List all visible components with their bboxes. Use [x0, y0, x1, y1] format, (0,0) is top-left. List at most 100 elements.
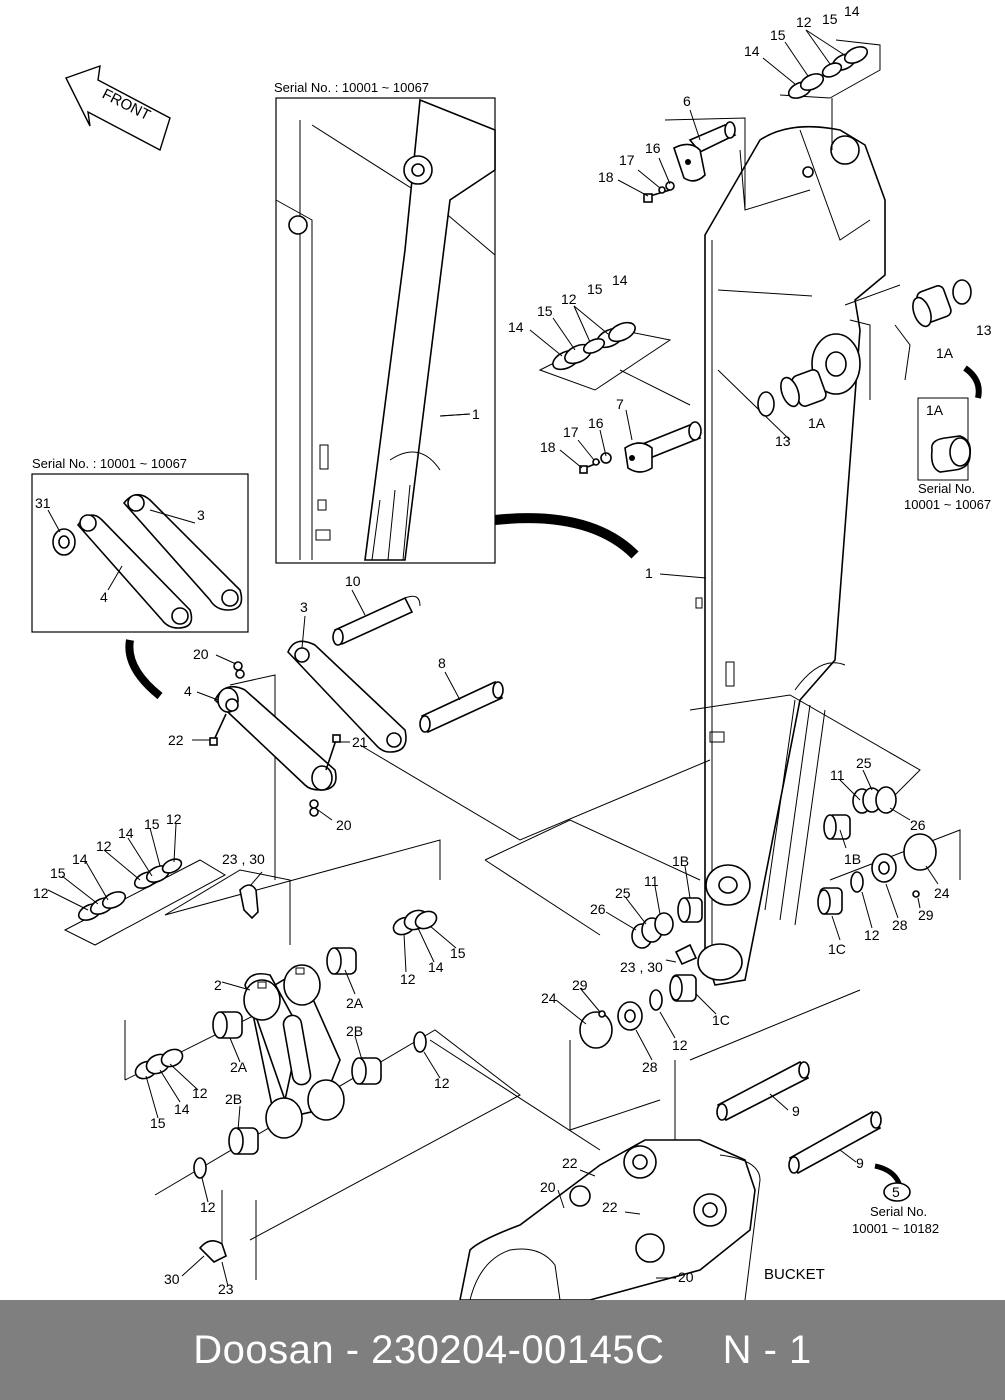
callout: 2B — [225, 1091, 242, 1107]
callout: 15 — [587, 281, 603, 297]
part-number-label: Doosan - 230204-00145C N - 1 — [193, 1327, 812, 1372]
callout: 15 — [770, 27, 786, 43]
pin-8 — [419, 680, 504, 734]
callout: 17 — [619, 152, 635, 168]
serial-right-part: 1A — [926, 402, 944, 418]
footer-bar: Doosan - 230204-00145C N - 1 — [0, 1300, 1005, 1400]
callout: 30 — [164, 1271, 180, 1287]
callout: 11 — [644, 873, 659, 889]
callout: 15 — [822, 11, 838, 27]
ref-circle-label: 5 — [892, 1184, 900, 1200]
callout: 9 — [792, 1103, 800, 1119]
callout: 12 — [166, 811, 182, 827]
callout: 15 — [144, 816, 160, 832]
callout: 16 — [588, 415, 604, 431]
callout: 23 — [218, 1281, 234, 1297]
pin-7 — [624, 421, 702, 473]
callout: 24 — [934, 885, 950, 901]
serial-right: 1A Serial No. 10001 ~ 10067 — [904, 402, 991, 512]
callout: 21 — [352, 734, 368, 750]
serial-bucket: 5 Serial No. 10001 ~ 10182 — [852, 1182, 939, 1236]
callout: 2A — [346, 995, 364, 1011]
front-arrow: FRONT — [65, 64, 171, 152]
callout: 13 — [775, 433, 791, 449]
link-4 — [214, 685, 337, 791]
callout: 14 — [118, 825, 134, 841]
callout: 1B — [844, 851, 861, 867]
callout: 12 — [200, 1199, 216, 1215]
leader-lines — [47, 29, 939, 1287]
serial-right-label: Serial No. — [918, 481, 975, 496]
callout: 29 — [572, 977, 588, 993]
callout: 1B — [672, 853, 689, 869]
callout: 13 — [976, 322, 992, 338]
pin-9a — [716, 1060, 810, 1122]
callout: 20 — [540, 1179, 556, 1195]
callout: 2A — [230, 1059, 248, 1075]
boom — [695, 125, 911, 986]
callout: 15 — [450, 945, 466, 961]
callout: 4 — [100, 589, 108, 605]
parts-diagram: FRONT Serial No. : 10001 ~ 10067 Serial … — [31, 3, 992, 1300]
callout: 25 — [856, 755, 872, 771]
callout: 2B — [346, 1023, 363, 1039]
bucket-label: BUCKET — [764, 1266, 825, 1283]
callout: 1 — [472, 406, 480, 422]
callout: 28 — [642, 1059, 658, 1075]
serial-bucket-label: Serial No. — [870, 1204, 927, 1219]
serial-top-label: Serial No. : 10001 ~ 10067 — [274, 80, 429, 95]
callout: 24 — [541, 990, 557, 1006]
callout: 12 — [796, 14, 812, 30]
callout: 1C — [828, 941, 846, 957]
callout: 17 — [563, 424, 579, 440]
callout: 12 — [672, 1037, 688, 1053]
callout: 6 — [683, 93, 691, 109]
callout: 14 — [508, 319, 524, 335]
rings — [77, 46, 972, 1179]
callout: 15 — [537, 303, 553, 319]
callout: 16 — [645, 140, 661, 156]
callout: 2 — [214, 977, 222, 993]
callout: 12 — [864, 927, 880, 943]
callout: 18 — [540, 439, 556, 455]
callout: 15 — [150, 1115, 166, 1131]
callout: 4 — [184, 683, 192, 699]
callout: 3 — [300, 599, 308, 615]
serial-left-label: Serial No. : 10001 ~ 10067 — [32, 456, 187, 471]
serial-bucket-range: 10001 ~ 10182 — [852, 1221, 939, 1236]
callout: 22 — [562, 1155, 578, 1171]
boom-inset: Serial No. : 10001 ~ 10067 — [274, 80, 496, 564]
callout: 25 — [615, 885, 631, 901]
callout: 1C — [712, 1012, 730, 1028]
callout: 15 — [50, 865, 66, 881]
callout: 14 — [72, 851, 88, 867]
callout: 22 — [602, 1199, 618, 1215]
bucket: BUCKET — [459, 1139, 825, 1300]
callout: 8 — [438, 655, 446, 671]
callout: 23 , 30 — [620, 959, 663, 975]
callout: 31 — [35, 495, 51, 511]
callout: 20 — [193, 646, 209, 662]
callout: 12 — [561, 291, 577, 307]
link-2 — [243, 964, 345, 1139]
callout: 12 — [400, 971, 416, 987]
pin-10 — [332, 595, 421, 646]
callout: 14 — [428, 959, 444, 975]
callout: 23 , 30 — [222, 851, 265, 867]
callout: 26 — [590, 901, 606, 917]
callout: 1A — [936, 345, 954, 361]
callout: 3 — [197, 507, 205, 523]
callout: 7 — [616, 396, 624, 412]
callout: 10 — [345, 573, 361, 589]
callout: 11 — [830, 767, 845, 783]
bushings — [212, 285, 972, 1155]
link-3 — [287, 640, 407, 753]
callouts: 14 15 12 15 14 6 16 17 18 14 15 12 15 14… — [33, 3, 992, 1297]
pin-9b — [788, 1110, 882, 1175]
callout: 18 — [598, 169, 614, 185]
callout: 12 — [192, 1085, 208, 1101]
callout: 12 — [96, 838, 112, 854]
callout: 28 — [892, 917, 908, 933]
serial-right-range: 10001 ~ 10067 — [904, 497, 991, 512]
callout: 14 — [612, 272, 628, 288]
